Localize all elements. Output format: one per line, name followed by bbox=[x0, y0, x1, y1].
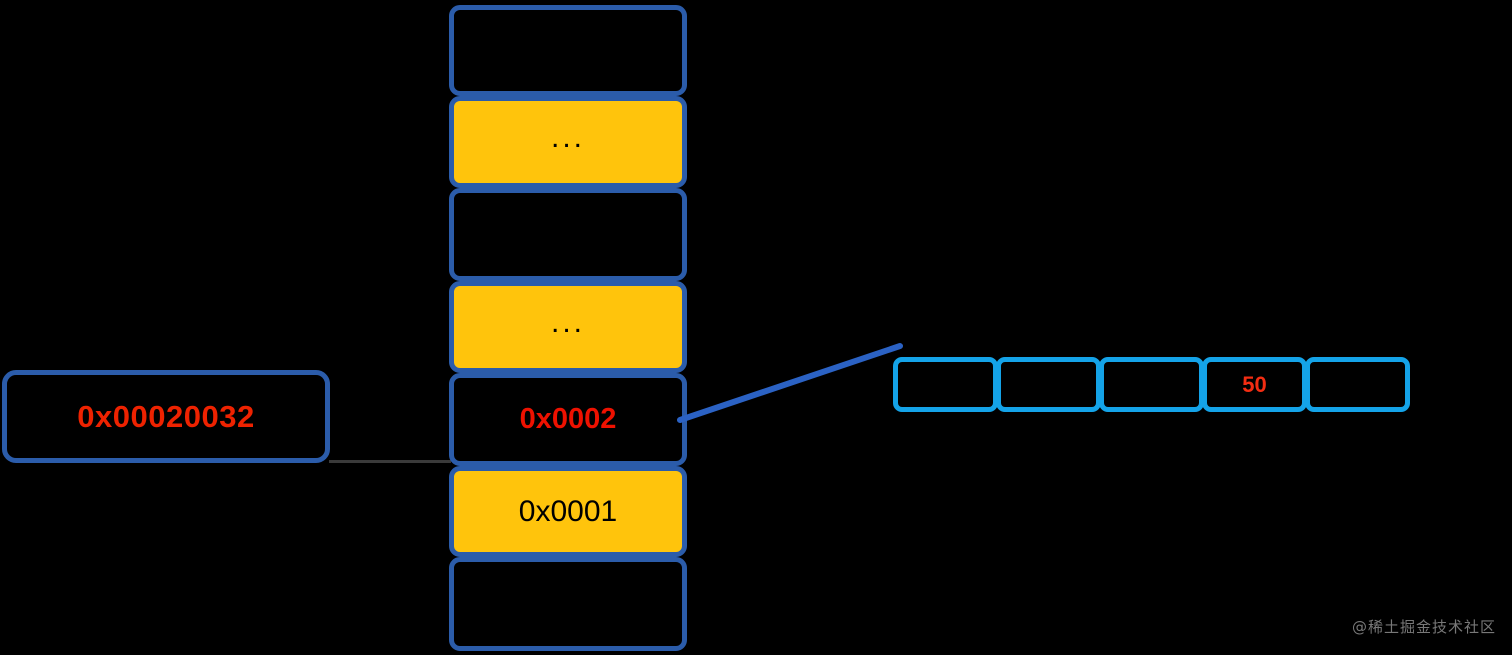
heap-array-cell-3: 50 bbox=[1202, 357, 1307, 412]
heap-array-cell-2 bbox=[1099, 357, 1204, 412]
pointer-variable-box: 0x00020032 bbox=[2, 370, 330, 463]
stack-slot-4: 0x0002 bbox=[449, 373, 687, 466]
connector-stack-slot-to-heap-array bbox=[677, 343, 903, 423]
stack-slot-0 bbox=[449, 5, 687, 96]
stack-slot-4-label: 0x0002 bbox=[519, 403, 617, 435]
connector-pointer-to-stack-slot bbox=[329, 460, 451, 463]
heap-array-cell-0 bbox=[893, 357, 998, 412]
watermark: @稀土掘金技术社区 bbox=[1351, 618, 1496, 636]
stack-slot-2 bbox=[449, 188, 687, 281]
stack-slot-5-label: 0x0001 bbox=[518, 494, 618, 528]
pointer-variable-value: 0x00020032 bbox=[77, 398, 255, 434]
stack-slot-3-label: ... bbox=[550, 306, 585, 339]
heap-array-cell-1 bbox=[996, 357, 1101, 412]
stack-slot-5: 0x0001 bbox=[449, 466, 687, 557]
stack-slot-1: ... bbox=[449, 96, 687, 188]
heap-array-cell-3-value: 50 bbox=[1242, 371, 1267, 397]
stack-slot-3: ... bbox=[449, 281, 687, 373]
stack-column: ... ... 0x0002 0x0001 bbox=[449, 3, 687, 652]
stack-slot-6 bbox=[449, 557, 687, 651]
heap-array-cell-4 bbox=[1305, 357, 1410, 412]
heap-array: 50 bbox=[893, 357, 1410, 412]
stack-slot-1-label: ... bbox=[550, 121, 585, 154]
